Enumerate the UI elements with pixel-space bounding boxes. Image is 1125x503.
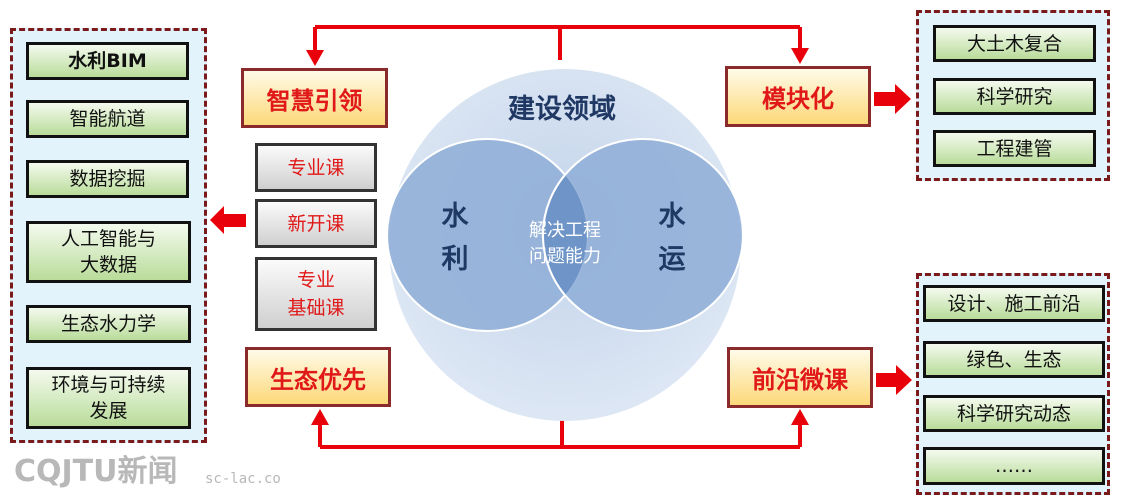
left-item-line: 发展 xyxy=(89,400,128,422)
left-item: 数据挖掘 xyxy=(26,160,189,198)
left-item-line: 人工智能与 xyxy=(60,228,156,250)
left-item-line: 大数据 xyxy=(79,254,137,276)
left-circle-label: 水 xyxy=(442,201,470,232)
modular-item: 工程建管 xyxy=(933,130,1096,167)
left-item: 生态水力学 xyxy=(26,305,191,343)
course-box: 新开课 xyxy=(255,199,377,248)
right-circle-label: 运 xyxy=(659,244,686,275)
left-item: 智能航道 xyxy=(26,100,189,138)
ecology-first-box: 生态优先 xyxy=(245,347,391,407)
watermark-site: sc-lac.co xyxy=(205,471,281,487)
left-circle-label: 利 xyxy=(442,244,469,275)
arrow-down-icon xyxy=(791,48,809,64)
overlap-label: 解决工程 xyxy=(529,220,601,241)
course-line: 基础课 xyxy=(287,297,345,319)
overlap-region xyxy=(542,139,587,331)
modular-item: 科学研究 xyxy=(933,78,1096,115)
right-circle-label: 水 xyxy=(659,201,687,232)
arrow-up-icon xyxy=(311,409,329,425)
bottom-connector xyxy=(318,415,802,449)
frontier-item: 科学研究动态 xyxy=(923,395,1105,432)
watermark-logo: CQJTU新闻 xyxy=(14,454,178,489)
arrow-left-icon xyxy=(210,206,246,234)
center-title: 建设领域 xyxy=(508,94,616,125)
arrow-up-icon xyxy=(791,409,809,425)
course-box: 专业 基础课 xyxy=(255,257,377,331)
left-item-line: 环境与可持续 xyxy=(51,374,166,396)
top-connector xyxy=(313,25,802,60)
left-item: 环境与可持续 发展 xyxy=(26,367,191,429)
course-box: 专业课 xyxy=(255,143,377,192)
course-line: 专业 xyxy=(296,269,335,291)
arrow-down-icon xyxy=(306,50,324,66)
arrow-right-icon xyxy=(874,84,911,114)
frontier-item: 绿色、生态 xyxy=(923,341,1105,378)
frontier-item: 设计、施工前沿 xyxy=(923,285,1105,322)
left-item: 水利BIM xyxy=(26,42,189,80)
arrow-right-icon xyxy=(876,365,912,395)
modular-item: 大土木复合 xyxy=(933,25,1096,62)
frontier-microcourse-box: 前沿微课 xyxy=(727,347,873,408)
smart-lead-box: 智慧引领 xyxy=(241,68,388,128)
frontier-item: …… xyxy=(923,447,1105,485)
overlap-label: 问题能力 xyxy=(529,246,601,267)
modular-box: 模块化 xyxy=(725,66,871,127)
left-item: 人工智能与 大数据 xyxy=(26,221,191,283)
